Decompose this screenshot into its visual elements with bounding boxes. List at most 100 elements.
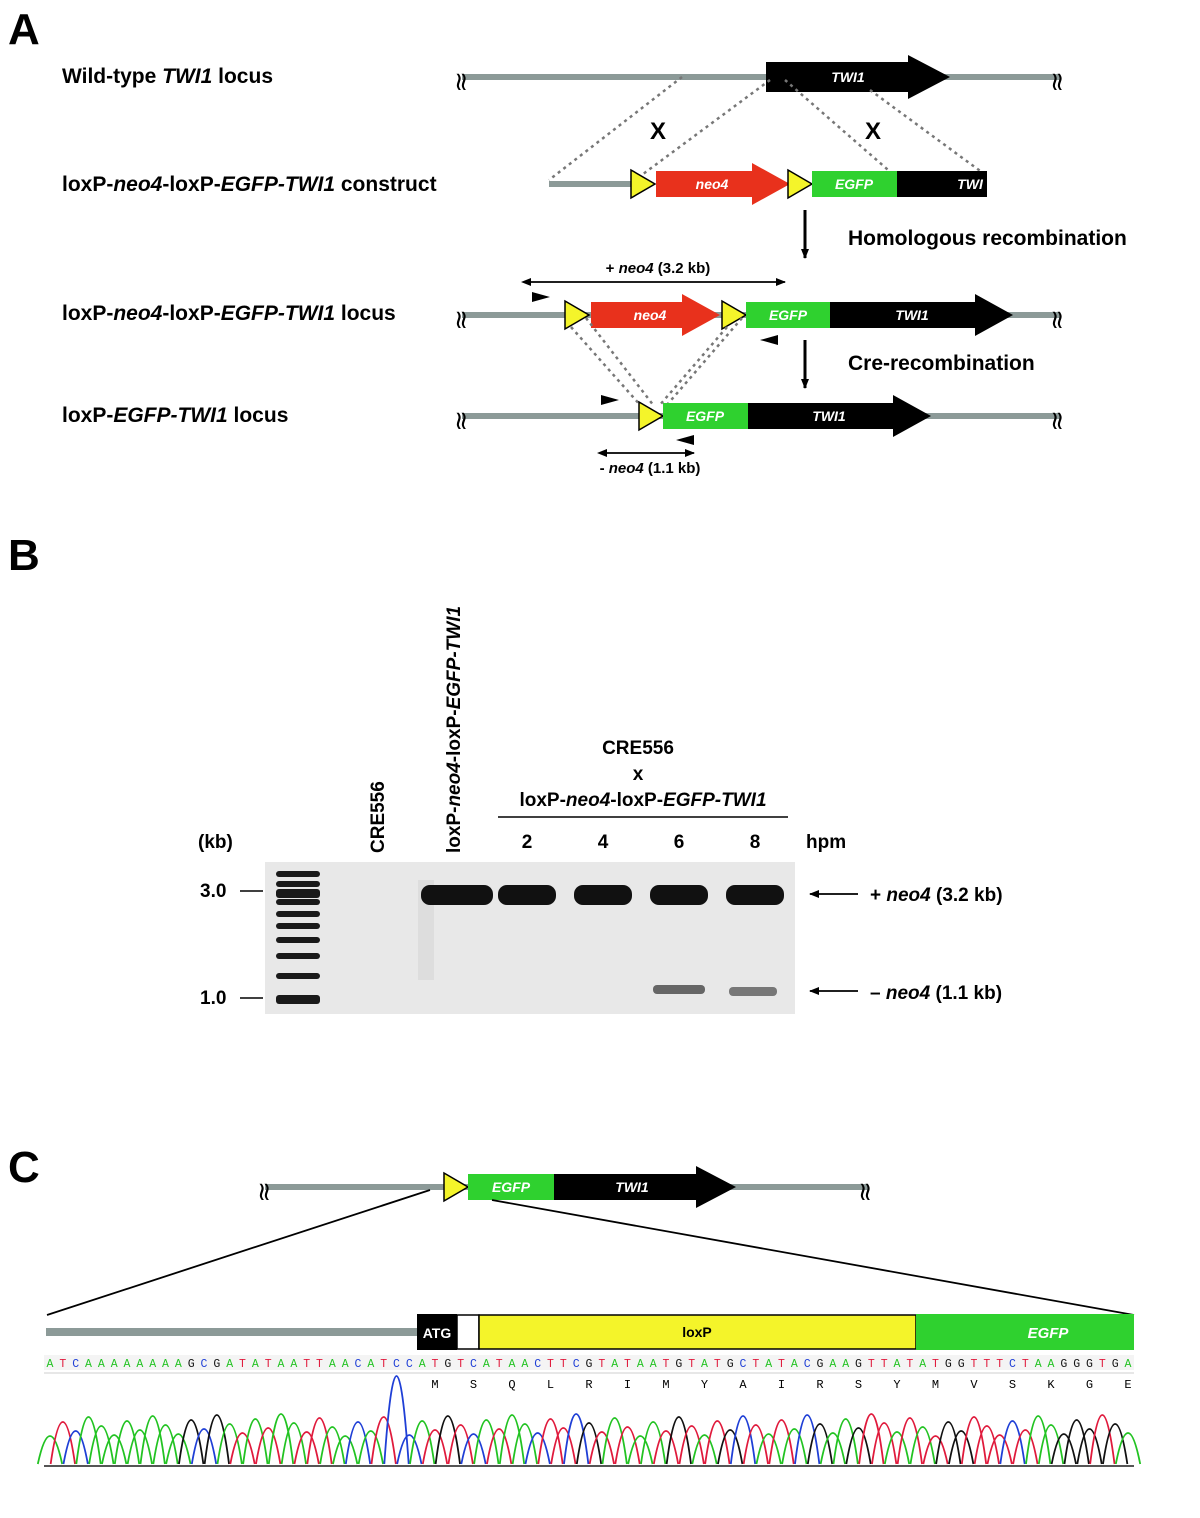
trace-peak (948, 1430, 975, 1465)
egfp-locus-diagram: ≈ ≈ EGFP TWI1 (446, 395, 1072, 445)
trace-peak (832, 1418, 859, 1465)
sequence-base: T (432, 1358, 439, 1371)
trace-peak (460, 1433, 487, 1465)
trace-peak (627, 1435, 654, 1465)
crossover-left: X (650, 118, 666, 145)
sequence-base: A (98, 1358, 105, 1371)
ladder-band (276, 871, 320, 877)
sequence-base: T (380, 1358, 387, 1371)
band-plus-neo4 (574, 885, 632, 905)
trace-peak (49, 1421, 76, 1465)
sequence-base: G (1086, 1358, 1093, 1371)
amino-acid: S (470, 1378, 477, 1392)
sequence-base: T (1022, 1358, 1029, 1371)
ladder-band (276, 923, 320, 929)
trace-peak (101, 1434, 128, 1465)
loxp-triangle-icon (721, 299, 748, 331)
zoom-line-right (491, 1199, 1135, 1316)
egfp-label: EGFP (835, 176, 874, 192)
timepoint-label: 4 (598, 832, 609, 853)
sequence-base: A (124, 1358, 131, 1371)
ladder-band (276, 911, 320, 917)
trace-peak (498, 1414, 526, 1465)
trace-peak (563, 1413, 590, 1465)
amino-acid: Y (701, 1378, 708, 1392)
sequence-base: A (1048, 1358, 1055, 1371)
twi1-gene-label: TWI1 (895, 307, 929, 323)
sequence-base: A (342, 1358, 349, 1371)
sequence-base: C (72, 1358, 79, 1371)
trace-peak (178, 1419, 205, 1465)
break-left-icon: ≈ (249, 1181, 279, 1203)
timepoint-label: 6 (674, 832, 685, 853)
trace-peak (935, 1421, 962, 1465)
sequence-base: A (1125, 1358, 1132, 1371)
trace-peak (640, 1421, 667, 1465)
trace-peak (909, 1426, 936, 1465)
trace-peak (36, 1435, 64, 1465)
trace-peak (370, 1416, 397, 1465)
gel-image (265, 862, 795, 1014)
ladder-band (276, 881, 320, 887)
sequence-base: A (136, 1358, 143, 1371)
zoom-map: ATG loxP EGFP (46, 1314, 1134, 1350)
sequence-base: G (188, 1358, 195, 1371)
trace-peak (588, 1431, 615, 1465)
sequence-base: T (932, 1358, 939, 1371)
sequence-base: A (329, 1358, 336, 1371)
neo4-label: neo4 (696, 176, 729, 192)
sequence-base: A (367, 1358, 374, 1371)
sequence-base: A (791, 1358, 798, 1371)
trace-peak (1025, 1415, 1052, 1465)
sequence-base: G (817, 1358, 824, 1371)
primer-reverse-icon (676, 435, 694, 445)
amino-acid: R (585, 1378, 592, 1392)
amino-acid: M (932, 1378, 939, 1392)
trace-peak (434, 1415, 461, 1465)
trace-peak (999, 1420, 1026, 1465)
cross-x: x (633, 764, 644, 785)
twi1-gene-label: TWI1 (615, 1179, 649, 1195)
break-right-icon: ≈ (1042, 410, 1072, 432)
dna-ladder (276, 871, 320, 1004)
sequence-base: A (829, 1358, 836, 1371)
neo4-arrow (591, 294, 720, 336)
trace-peak (1063, 1419, 1090, 1465)
trace-peak (922, 1435, 949, 1465)
amino-acid: R (816, 1378, 823, 1392)
sequence-base: G (855, 1358, 862, 1371)
sequence-base: A (650, 1358, 657, 1371)
egfp-label: EGFP (492, 1179, 531, 1195)
sequence-base: C (470, 1358, 477, 1371)
sequence-base: A (521, 1358, 528, 1371)
twi-truncated-label: TWI (957, 176, 984, 192)
amino-acid: K (1047, 1378, 1055, 1392)
trace-peak (357, 1430, 384, 1465)
trace-peak (152, 1424, 179, 1465)
sequence-base: T (752, 1358, 759, 1371)
egfp-label: EGFP (686, 408, 725, 424)
panel-c-locus: ≈ ≈ EGFP TWI1 (249, 1166, 880, 1208)
ladder-band (276, 899, 320, 905)
sequence-base: G (213, 1358, 220, 1371)
sequence-base: A (175, 1358, 182, 1371)
sequence-track (44, 1355, 1134, 1370)
egfp-zoom-label: EGFP (1028, 1325, 1070, 1342)
trace-peak (242, 1418, 269, 1465)
trace-peak (883, 1431, 911, 1465)
trace-peak (537, 1418, 564, 1465)
egfp-box (468, 1174, 554, 1200)
trace-peak (973, 1425, 1000, 1465)
amino-acid: E (1124, 1378, 1131, 1392)
sequence-base: T (239, 1358, 246, 1371)
panel-c-letter: C (8, 1143, 40, 1192)
marker-1kb-label: 1.0 (200, 988, 226, 1009)
trace-peak (229, 1432, 256, 1465)
trace-peak (139, 1415, 166, 1465)
sequence-base: C (406, 1358, 413, 1371)
trace-peak (652, 1430, 680, 1465)
ladder-band (276, 953, 320, 959)
sequence-base: C (1009, 1358, 1016, 1371)
neo-locus-label: loxP-neo4-loxP-EGFP-TWI1 locus (62, 302, 396, 325)
sequence-base: T (316, 1358, 323, 1371)
